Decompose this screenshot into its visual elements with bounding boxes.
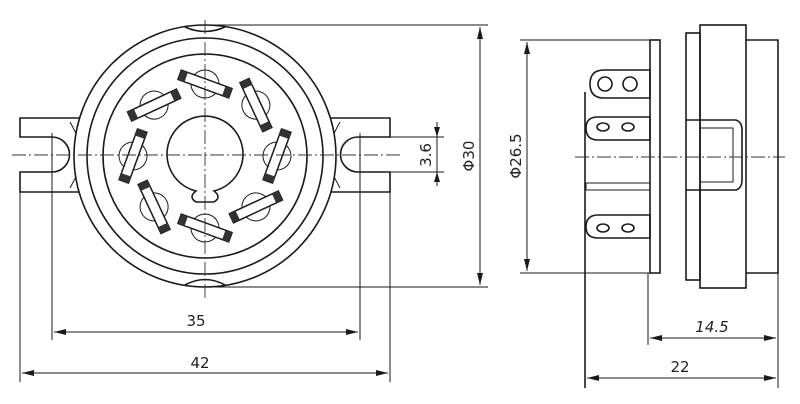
front-view — [12, 20, 400, 300]
body-ring — [699, 24, 747, 289]
base-plate — [649, 39, 661, 274]
pin-contact — [238, 77, 273, 133]
dim-phi26-5-label: Φ26.5 — [507, 133, 525, 178]
front-dimensions: 35 42 Φ30 3.6 — [19, 24, 488, 382]
dim-3-6-label: 3.6 — [417, 143, 435, 167]
solder-lug-lower — [585, 214, 651, 239]
pin-contact — [137, 179, 172, 235]
side-dimensions: Φ26.5 14.5 22 — [507, 39, 779, 388]
dim-35-label: 35 — [186, 312, 205, 330]
pin-contact — [262, 127, 292, 185]
pin-contact — [126, 88, 182, 123]
right-flange — [330, 117, 391, 193]
center-key-hole — [166, 115, 244, 203]
side-view — [575, 24, 785, 388]
pin-contact — [118, 127, 148, 185]
pin-contacts — [118, 69, 292, 243]
solder-lug-upper — [585, 116, 651, 141]
pin-contact — [228, 189, 284, 224]
dim-22-label: 22 — [670, 358, 689, 376]
pin-lead — [585, 182, 651, 191]
dim-phi30-label: Φ30 — [460, 141, 478, 172]
solder-lug-top — [589, 69, 651, 99]
pin-contact — [176, 69, 234, 99]
mount-flange — [746, 39, 779, 274]
center-clip — [686, 119, 743, 191]
dim-14-5-label: 14.5 — [695, 318, 728, 336]
body-step — [685, 32, 701, 281]
dim-42-label: 42 — [190, 354, 209, 372]
